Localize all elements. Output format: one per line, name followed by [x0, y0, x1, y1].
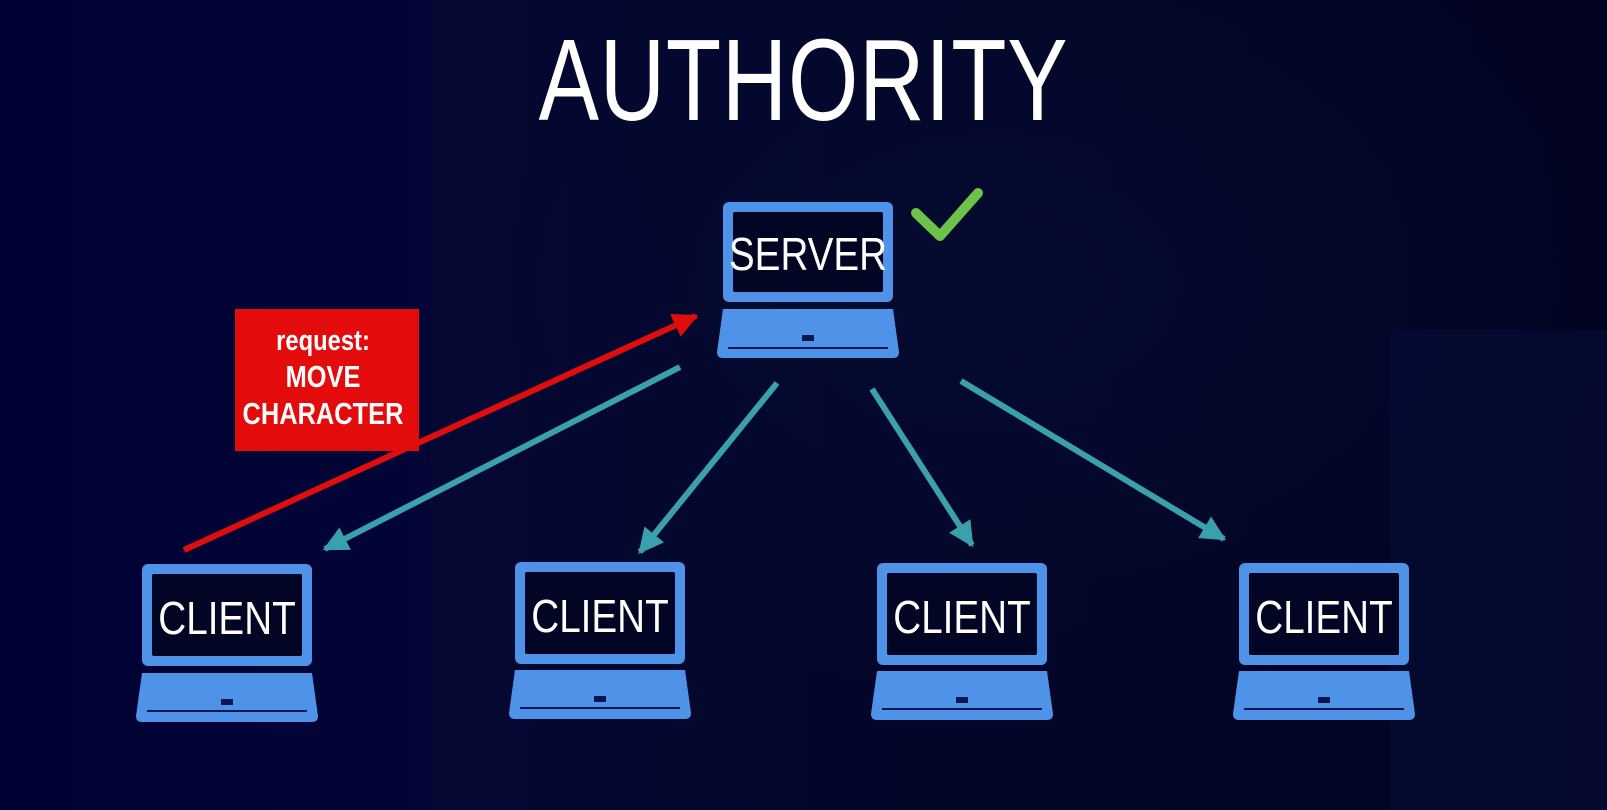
laptop-base — [871, 671, 1053, 720]
laptop-trackpad — [221, 699, 233, 705]
laptop-screen — [152, 574, 302, 656]
laptop-screen — [1249, 573, 1399, 655]
checkmark-icon — [911, 188, 983, 241]
client-laptop-1: CLIENT — [136, 564, 318, 722]
request-label-line-1: request: — [276, 324, 370, 357]
client-laptop-2: CLIENT — [509, 562, 691, 719]
request-arrow — [182, 313, 699, 553]
laptop-trackpad — [1318, 697, 1330, 703]
laptop-trackpad — [802, 335, 814, 341]
server-label: SERVER — [729, 229, 887, 280]
server-laptop: SERVER — [717, 202, 899, 358]
laptop-base — [1233, 671, 1415, 720]
request-box — [235, 309, 419, 451]
client-label: CLIENT — [1255, 592, 1392, 643]
page-title: AUTHORITY — [538, 15, 1069, 145]
laptop-base — [136, 673, 318, 722]
client-label: CLIENT — [893, 592, 1030, 643]
broadcast-arrow-client-2 — [637, 381, 780, 554]
laptop-trackpad — [594, 696, 606, 702]
broadcast-arrow-client-1 — [322, 364, 682, 552]
client-laptop-4: CLIENT — [1233, 563, 1415, 720]
laptop-base — [717, 309, 899, 358]
laptop-screen — [733, 212, 883, 292]
broadcast-arrow-client-3 — [869, 387, 975, 548]
client-label: CLIENT — [531, 591, 668, 642]
laptop-base — [509, 670, 691, 719]
laptop-screen — [525, 572, 675, 654]
broadcast-arrow-client-4 — [959, 378, 1227, 542]
laptop-screen — [887, 573, 1037, 655]
client-label: CLIENT — [158, 593, 295, 644]
request-label-line-2: MOVE — [286, 360, 361, 395]
request-label-line-3: CHARACTER — [243, 397, 404, 432]
client-laptop-3: CLIENT — [871, 563, 1053, 720]
laptop-trackpad — [956, 697, 968, 703]
